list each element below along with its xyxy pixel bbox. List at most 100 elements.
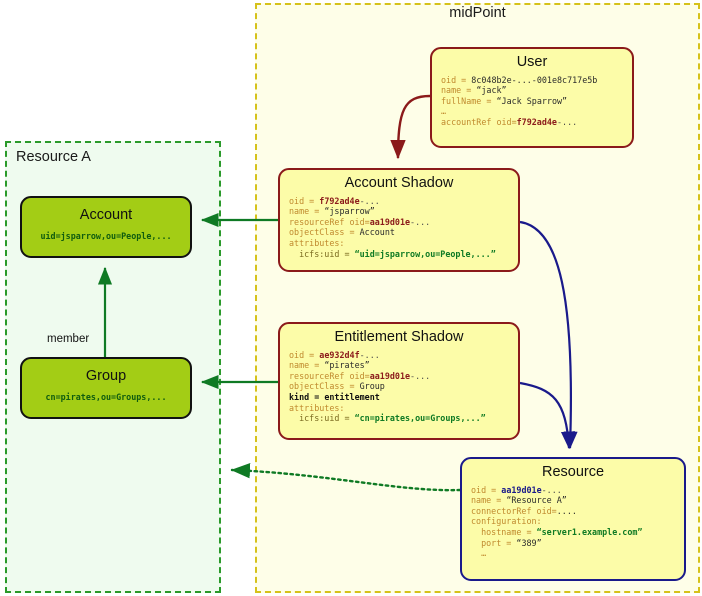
node-user-title: User: [516, 54, 548, 70]
attribute-key: kind: [289, 392, 310, 403]
attribute-equals: =: [339, 413, 355, 424]
node-attribute-line: objectClass = Group: [289, 381, 518, 392]
attribute-equals: =: [309, 360, 325, 371]
attribute-value: ....: [556, 505, 577, 516]
attribute-key: port: [471, 537, 502, 548]
attribute-equals: =: [461, 85, 477, 96]
node-attribute-line: attributes:: [289, 403, 518, 414]
attribute-value: aa19d01e: [501, 484, 542, 495]
node-attribute-line: oid = f792ad4e-...: [289, 196, 518, 207]
attribute-equals: oid=: [344, 370, 370, 381]
attribute-key: oid: [441, 74, 457, 85]
attribute-key: oid: [289, 349, 305, 360]
node-attribute-line: port = “389”: [471, 538, 684, 549]
node-attribute-line: hostname = “server1.example.com”: [471, 527, 684, 538]
node-attribute-line: attributes:: [289, 238, 518, 249]
attribute-key: attributes:: [289, 402, 345, 413]
attribute-value: “jack”: [476, 85, 507, 96]
attribute-equals: oid=: [531, 505, 557, 516]
node-group-title: Group: [85, 368, 127, 384]
node-account-shadow[interactable]: Account Shadow oid = f792ad4e-...name = …: [278, 168, 520, 272]
attribute-value: aa19d01e: [369, 216, 411, 227]
attribute-value: “pirates”: [324, 360, 370, 371]
node-resource-title: Resource: [541, 464, 605, 480]
attribute-key: …: [441, 106, 447, 117]
attribute-value-tail: -...: [359, 349, 380, 360]
attribute-value: “cn=pirates,ou=Groups,...”: [354, 413, 486, 424]
midpoint-container-label: midPoint: [449, 5, 506, 21]
attribute-key: name: [289, 206, 310, 217]
node-attribute-line: name = “jack”: [441, 85, 632, 96]
node-attribute-line: name = “pirates”: [289, 360, 518, 371]
attribute-value: “uid=jsparrow,ou=People,...”: [354, 248, 496, 259]
node-attribute-line: name = “Resource A”: [471, 495, 684, 506]
attribute-key: resourceRef: [289, 370, 345, 381]
attribute-value: “Jack Sparrow”: [496, 95, 568, 106]
node-entitlement-shadow-body: oid = ae932d4f-...name = “pirates”resour…: [280, 346, 518, 424]
attribute-key: configuration:: [471, 516, 542, 527]
attribute-key: accountRef: [441, 117, 492, 128]
attribute-value: aa19d01e: [369, 370, 411, 381]
node-entitlement-shadow-title: Entitlement Shadow: [334, 329, 464, 345]
node-attribute-line: oid = aa19d01e-...: [471, 485, 684, 496]
node-account[interactable]: Account uid=jsparrow,ou=People,...: [20, 196, 192, 258]
attribute-equals: =: [304, 195, 320, 206]
attribute-equals: =: [481, 95, 497, 106]
node-attribute-line: accountRef oid=f792ad4e-...: [441, 117, 632, 128]
node-attribute-line: fullName = “Jack Sparrow”: [441, 96, 632, 107]
attribute-key: objectClass: [289, 381, 345, 392]
attribute-key: connectorRef: [471, 505, 532, 516]
node-account-subtitle: uid=jsparrow,ou=People,...: [40, 230, 172, 241]
attribute-equals: =: [304, 349, 320, 360]
node-attribute-line: kind = entitlement: [289, 392, 518, 403]
attribute-equals: =: [339, 248, 355, 259]
attribute-key: name: [471, 495, 492, 506]
attribute-key: hostname: [471, 527, 522, 538]
attribute-equals: =: [309, 392, 325, 403]
attribute-key: objectClass: [289, 227, 345, 238]
attribute-key: oid: [471, 484, 487, 495]
resource-a-container-label: Resource A: [16, 149, 91, 165]
node-attribute-line: configuration:: [471, 516, 684, 527]
attribute-key: fullName: [441, 95, 482, 106]
node-resource-body: oid = aa19d01e-...name = “Resource A”con…: [462, 481, 684, 559]
node-resource[interactable]: Resource oid = aa19d01e-...name = “Resou…: [460, 457, 686, 581]
node-attribute-line: resourceRef oid=aa19d01e-...: [289, 217, 518, 228]
attribute-equals: =: [521, 527, 537, 538]
attribute-key: name: [441, 85, 462, 96]
node-group[interactable]: Group cn=pirates,ou=Groups,...: [20, 357, 192, 419]
attribute-key: name: [289, 360, 310, 371]
edge-label-member: member: [47, 333, 90, 345]
attribute-value: “389”: [516, 537, 542, 548]
attribute-key: resourceRef: [289, 216, 345, 227]
node-attribute-line: connectorRef oid=....: [471, 506, 684, 517]
attribute-value: ae932d4f: [319, 349, 360, 360]
attribute-equals: =: [456, 74, 472, 85]
attribute-value-tail: -...: [410, 216, 431, 227]
attribute-value: “server1.example.com”: [536, 527, 643, 538]
attribute-value: entitlement: [324, 392, 380, 403]
attribute-value: “jsparrow”: [324, 206, 375, 217]
node-attribute-line: resourceRef oid=aa19d01e-...: [289, 371, 518, 382]
attribute-key: icfs:uid: [289, 248, 340, 259]
attribute-value-tail: -...: [410, 370, 431, 381]
attribute-value: Group: [359, 381, 385, 392]
node-attribute-line: icfs:uid = “uid=jsparrow,ou=People,...”: [289, 249, 518, 260]
node-attribute-line: name = “jsparrow”: [289, 206, 518, 217]
attribute-equals: =: [344, 227, 360, 238]
node-attribute-line: oid = 8c048b2e-...-001e8c717e5b: [441, 75, 632, 86]
node-attribute-line: …: [441, 106, 632, 117]
attribute-value-tail: -...: [556, 117, 578, 128]
attribute-equals: oid=: [344, 216, 370, 227]
attribute-value-tail: -...: [541, 484, 562, 495]
attribute-equals: =: [486, 484, 502, 495]
attribute-key: icfs:uid: [289, 413, 340, 424]
node-group-subtitle: cn=pirates,ou=Groups,...: [45, 391, 167, 402]
attribute-key: …: [471, 548, 487, 559]
node-entitlement-shadow[interactable]: Entitlement Shadow oid = ae932d4f-...nam…: [278, 322, 520, 440]
node-attribute-line: icfs:uid = “cn=pirates,ou=Groups,...”: [289, 413, 518, 424]
attribute-equals: oid=: [491, 117, 517, 128]
